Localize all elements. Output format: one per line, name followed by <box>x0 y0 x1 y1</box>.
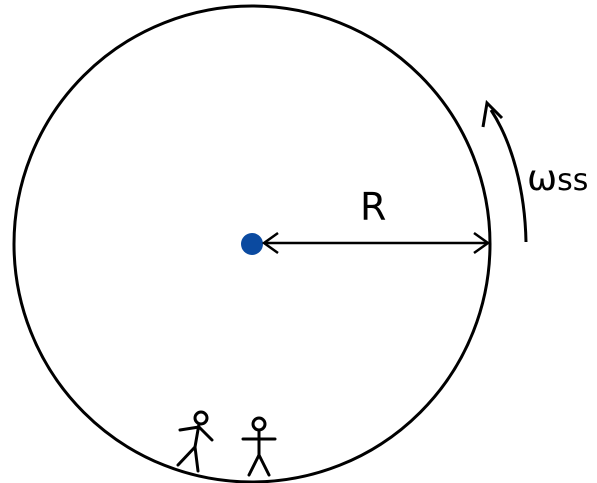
station-ring <box>12 4 492 483</box>
center-point <box>241 233 263 255</box>
omega-subscript: ss <box>557 163 588 198</box>
radius-label: R <box>360 185 386 229</box>
rotation-arrow <box>481 99 528 243</box>
radius-arrow <box>261 231 491 255</box>
standing-person-icon <box>241 416 277 477</box>
walking-person-icon <box>176 410 214 473</box>
omega-symbol: ω <box>527 158 557 199</box>
omega-label: ωss <box>527 158 588 199</box>
